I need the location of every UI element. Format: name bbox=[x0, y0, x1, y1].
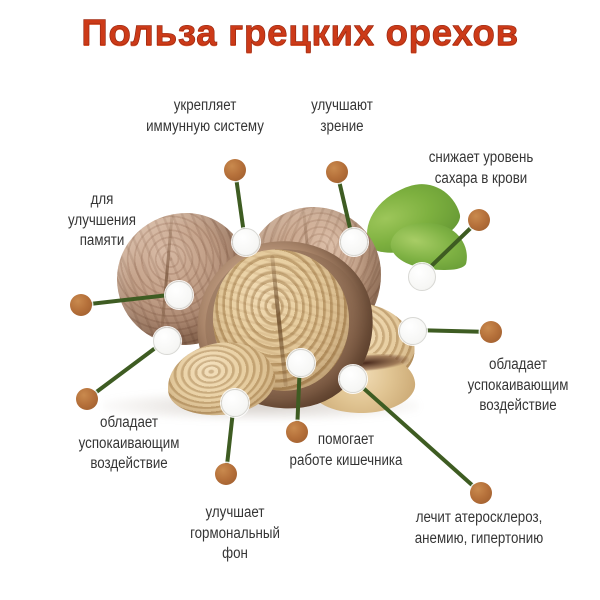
callout-dot-memory[interactable] bbox=[70, 294, 92, 316]
callout-node-blood-sugar[interactable] bbox=[408, 263, 436, 291]
callout-node-atherosclerosis[interactable] bbox=[339, 365, 367, 393]
callout-dot-calming-right[interactable] bbox=[480, 321, 502, 343]
callout-dot-intestines[interactable] bbox=[286, 421, 308, 443]
callout-node-memory[interactable] bbox=[165, 281, 193, 309]
benefit-label-hormones: улучшает гормональный фон bbox=[190, 504, 280, 563]
benefit-label-calming-right: обладает успокаивающим воздействие bbox=[467, 356, 569, 415]
callout-dot-vision[interactable] bbox=[326, 161, 348, 183]
callout-dot-atherosclerosis[interactable] bbox=[470, 482, 492, 504]
callout-dot-immunity[interactable] bbox=[224, 159, 246, 181]
callout-node-calming-left[interactable] bbox=[153, 327, 181, 355]
callout-dot-calming-left[interactable] bbox=[76, 388, 98, 410]
benefit-label-calming-left: обладает успокаивающим воздействие bbox=[78, 414, 180, 473]
callout-node-hormones[interactable] bbox=[221, 389, 249, 417]
callout-node-calming-right[interactable] bbox=[399, 317, 427, 345]
page-title: Польза грецких орехов bbox=[81, 12, 519, 54]
benefit-label-blood-sugar: снижает уровень сахара в крови bbox=[428, 149, 534, 187]
callout-dot-blood-sugar[interactable] bbox=[468, 209, 490, 231]
callout-node-immunity[interactable] bbox=[232, 228, 260, 256]
benefit-label-atherosclerosis: лечит атеросклероз, анемию, гипертонию bbox=[414, 509, 544, 547]
benefit-label-immunity: укрепляет иммунную систему bbox=[146, 97, 264, 135]
benefit-label-intestines: помогает работе кишечника bbox=[289, 431, 403, 469]
benefit-label-memory: для улучшения памяти bbox=[68, 191, 136, 250]
callout-node-intestines[interactable] bbox=[287, 349, 315, 377]
callout-node-vision[interactable] bbox=[340, 228, 368, 256]
benefit-label-vision: улучшают зрение bbox=[311, 97, 373, 135]
callout-dot-hormones[interactable] bbox=[215, 463, 237, 485]
